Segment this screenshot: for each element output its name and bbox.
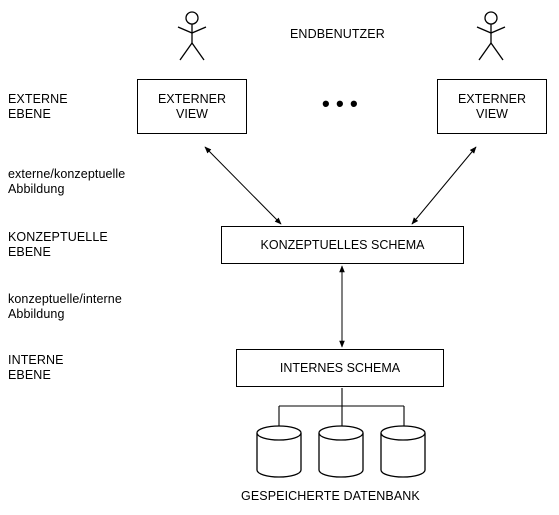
internal-level-line-1: INTERNE xyxy=(8,353,64,367)
arrow-right-external-to-conceptual xyxy=(411,146,477,225)
external-conceptual-mapping-line-1: externe/konzeptuelle xyxy=(8,167,126,181)
external-view-left-line-2: VIEW xyxy=(176,106,208,121)
conceptual-level-line-2: EBENE xyxy=(8,245,51,259)
database-icon-1 xyxy=(256,425,302,478)
external-view-box-left: EXTERNER VIEW xyxy=(137,79,247,134)
arrow-left-external-to-conceptual xyxy=(204,146,282,225)
conceptual-internal-mapping-line-1: konzeptuelle/interne xyxy=(8,292,122,306)
conceptual-level-line-1: KONZEPTUELLE xyxy=(8,230,108,244)
internal-schema-box: INTERNES SCHEMA xyxy=(236,349,444,387)
conceptual-schema-label: KONZEPTUELLES SCHEMA xyxy=(260,237,425,252)
user-icon-right xyxy=(476,11,506,61)
stored-database-label: GESPEICHERTE DATENBANK xyxy=(241,489,420,503)
external-level-line-2: EBENE xyxy=(8,107,51,121)
storage-connector-tree xyxy=(278,388,405,426)
conceptual-internal-mapping-label: konzeptuelle/interne Abbildung xyxy=(8,292,122,322)
external-level-label: EXTERNE EBENE xyxy=(8,92,68,122)
user-icon-left xyxy=(177,11,207,61)
database-icon-3 xyxy=(380,425,426,478)
conceptual-level-label: KONZEPTUELLE EBENE xyxy=(8,230,108,260)
external-level-line-1: EXTERNE xyxy=(8,92,68,106)
more-views-ellipsis: • • • xyxy=(322,91,358,116)
conceptual-schema-box: KONZEPTUELLES SCHEMA xyxy=(221,226,464,264)
internal-schema-label: INTERNES SCHEMA xyxy=(279,360,401,375)
external-view-box-right: EXTERNER VIEW xyxy=(437,79,547,134)
internal-level-line-2: EBENE xyxy=(8,368,51,382)
external-view-right-line-1: EXTERNER xyxy=(457,91,527,106)
database-icon-2 xyxy=(318,425,364,478)
external-conceptual-mapping-label: externe/konzeptuelle Abbildung xyxy=(8,167,125,197)
external-conceptual-mapping-line-2: Abbildung xyxy=(8,182,65,196)
conceptual-internal-mapping-line-2: Abbildung xyxy=(8,307,65,321)
internal-level-label: INTERNE EBENE xyxy=(8,353,64,383)
end-user-label: ENDBENUTZER xyxy=(290,27,385,41)
external-view-left-line-1: EXTERNER xyxy=(157,91,227,106)
external-view-right-line-2: VIEW xyxy=(476,106,508,121)
